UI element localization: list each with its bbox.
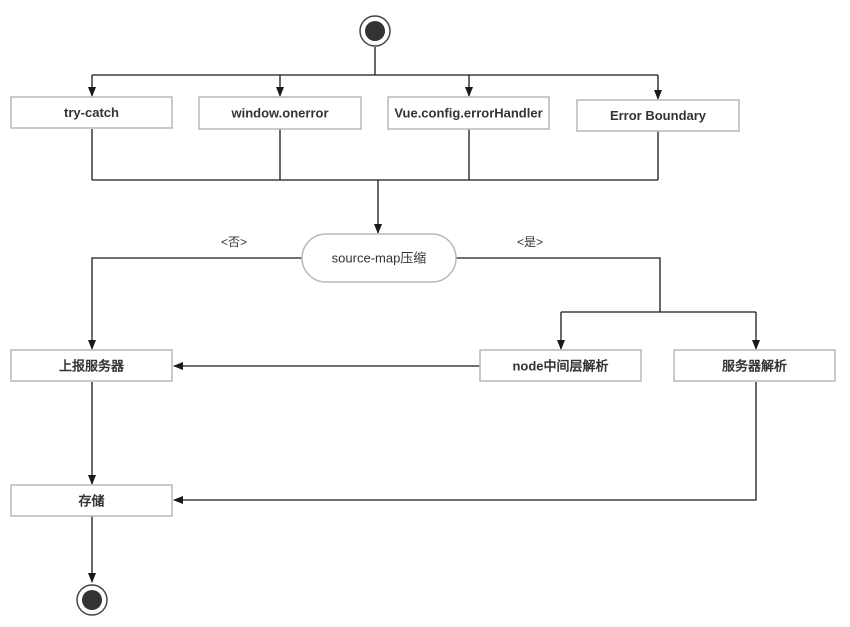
node-error-boundary-label: Error Boundary [610, 108, 707, 123]
node-window-onerror-box [198, 96, 362, 130]
node-report-server-label: 上报服务器 [59, 359, 125, 374]
node-storage-box [10, 484, 173, 517]
node-try-catch-label: try-catch [64, 105, 119, 120]
node-server-parse-label: 服务器解析 [722, 359, 787, 374]
node-try-catch[interactable]: try-catch [10, 96, 173, 129]
node-storage[interactable]: 存储 [10, 484, 173, 517]
node-report-server-box [10, 349, 173, 382]
end-node-dot [82, 590, 102, 610]
node-source-map-box [301, 233, 457, 283]
edges [88, 47, 760, 583]
edge-label-no: <否> [221, 235, 247, 249]
node-vue-error-handler-box [387, 96, 550, 130]
node-storage-label: 存储 [78, 494, 104, 509]
node-error-boundary[interactable]: Error Boundary [576, 99, 740, 132]
end-node [76, 584, 108, 616]
node-node-parse[interactable]: node中间层解析 [479, 349, 642, 382]
node-source-map-label: source-map压缩 [332, 251, 427, 266]
node-window-onerror-label: window.onerror [230, 106, 328, 121]
start-node [359, 15, 391, 47]
node-try-catch-box [10, 96, 173, 129]
node-report-server[interactable]: 上报服务器 [10, 349, 173, 382]
node-server-parse[interactable]: 服务器解析 [673, 349, 836, 382]
edge-server-parse-to-storage [173, 382, 757, 504]
node-vue-error-handler-label: Vue.config.errorHandler [394, 106, 542, 121]
node-node-parse-box [479, 349, 642, 382]
edge-label-yes: <是> [517, 235, 543, 249]
edge-no-branch [88, 257, 302, 350]
node-vue-error-handler[interactable]: Vue.config.errorHandler [387, 96, 550, 130]
node-node-parse-label: node中间层解析 [512, 359, 608, 374]
node-window-onerror[interactable]: window.onerror [198, 96, 362, 130]
node-source-map[interactable]: source-map压缩 [301, 233, 457, 283]
node-error-boundary-box [576, 99, 740, 132]
edge-yes-branch [456, 257, 661, 312]
start-node-dot [365, 21, 385, 41]
node-server-parse-box [673, 349, 836, 382]
